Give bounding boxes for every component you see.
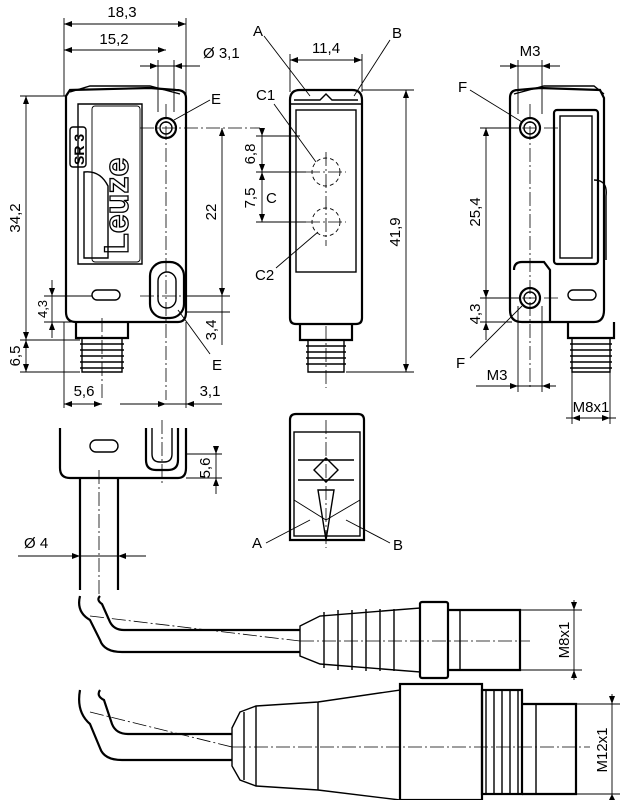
brand-text: Leuze	[98, 158, 136, 254]
dim-6-8: 6,8	[242, 144, 259, 165]
label-E-bottom: E	[212, 357, 222, 374]
m12-cable-connector: M12x1	[78, 682, 620, 800]
dim-4-3-left: 4,3	[35, 300, 50, 318]
dim-11-4: 11,4	[312, 40, 340, 57]
model-label: SR 3	[69, 126, 87, 168]
dim-22: 22	[203, 204, 220, 221]
optic-view-dimensions: 11,4 A B C1 C2 6,8 7,5 C 41,9	[242, 23, 414, 373]
label-C: C	[266, 190, 277, 207]
rear-view-dimensions: M3 F 25,4 4,3 F M3 M8x1	[456, 43, 616, 424]
dim-7-5: 7,5	[242, 188, 259, 209]
cable-detail: 5,6 Ø 4	[18, 420, 222, 596]
dim-5-6-side: 5,6	[197, 458, 214, 479]
dim-15-2: 15,2	[99, 31, 128, 48]
label-B-top: B	[392, 25, 402, 42]
label-E-top: E	[211, 91, 221, 108]
dim-m8x1-right: M8x1	[573, 399, 610, 416]
front-view: Leuze SR 3	[64, 85, 260, 400]
label-A-top: A	[253, 23, 263, 40]
optic-view	[288, 88, 364, 388]
dim-6-5: 6,5	[7, 346, 24, 367]
dim-dia-4: Ø 4	[24, 535, 48, 552]
dim-m3-top: M3	[520, 43, 541, 60]
dim-dia-3-1: Ø 3,1	[203, 45, 240, 62]
dim-41-9: 41,9	[387, 217, 404, 246]
dim-25-4: 25,4	[467, 197, 484, 226]
model-text: SR 3	[71, 134, 87, 165]
dim-4-3-right: 4,3	[467, 304, 484, 325]
front-view-dimensions: 18,3 15,2 Ø 3,1 E 34,2 6,5 4,3	[7, 4, 240, 408]
m8-cable-connector: M8x1	[78, 595, 582, 680]
dim-3-1: 3,1	[200, 383, 221, 400]
label-F-top: F	[458, 79, 467, 96]
dim-m3-bottom: M3	[487, 367, 508, 384]
label-B-mid: B	[393, 537, 403, 554]
label-F-bottom: F	[456, 355, 465, 372]
dim-34-2: 34,2	[7, 203, 24, 232]
optic-detail: A B	[252, 412, 403, 554]
dim-m12x1-conn: M12x1	[594, 727, 611, 772]
label-C1: C1	[256, 87, 275, 104]
dim-3-4: 3,4	[203, 320, 220, 341]
label-A-mid: A	[252, 535, 262, 552]
brand-logo: Leuze	[97, 157, 136, 255]
dim-5-6-bottom: 5,6	[74, 383, 95, 400]
dim-m8x1-conn: M8x1	[556, 622, 573, 659]
dim-18-3: 18,3	[107, 4, 136, 21]
label-C2: C2	[255, 267, 274, 284]
rear-view	[500, 85, 616, 390]
